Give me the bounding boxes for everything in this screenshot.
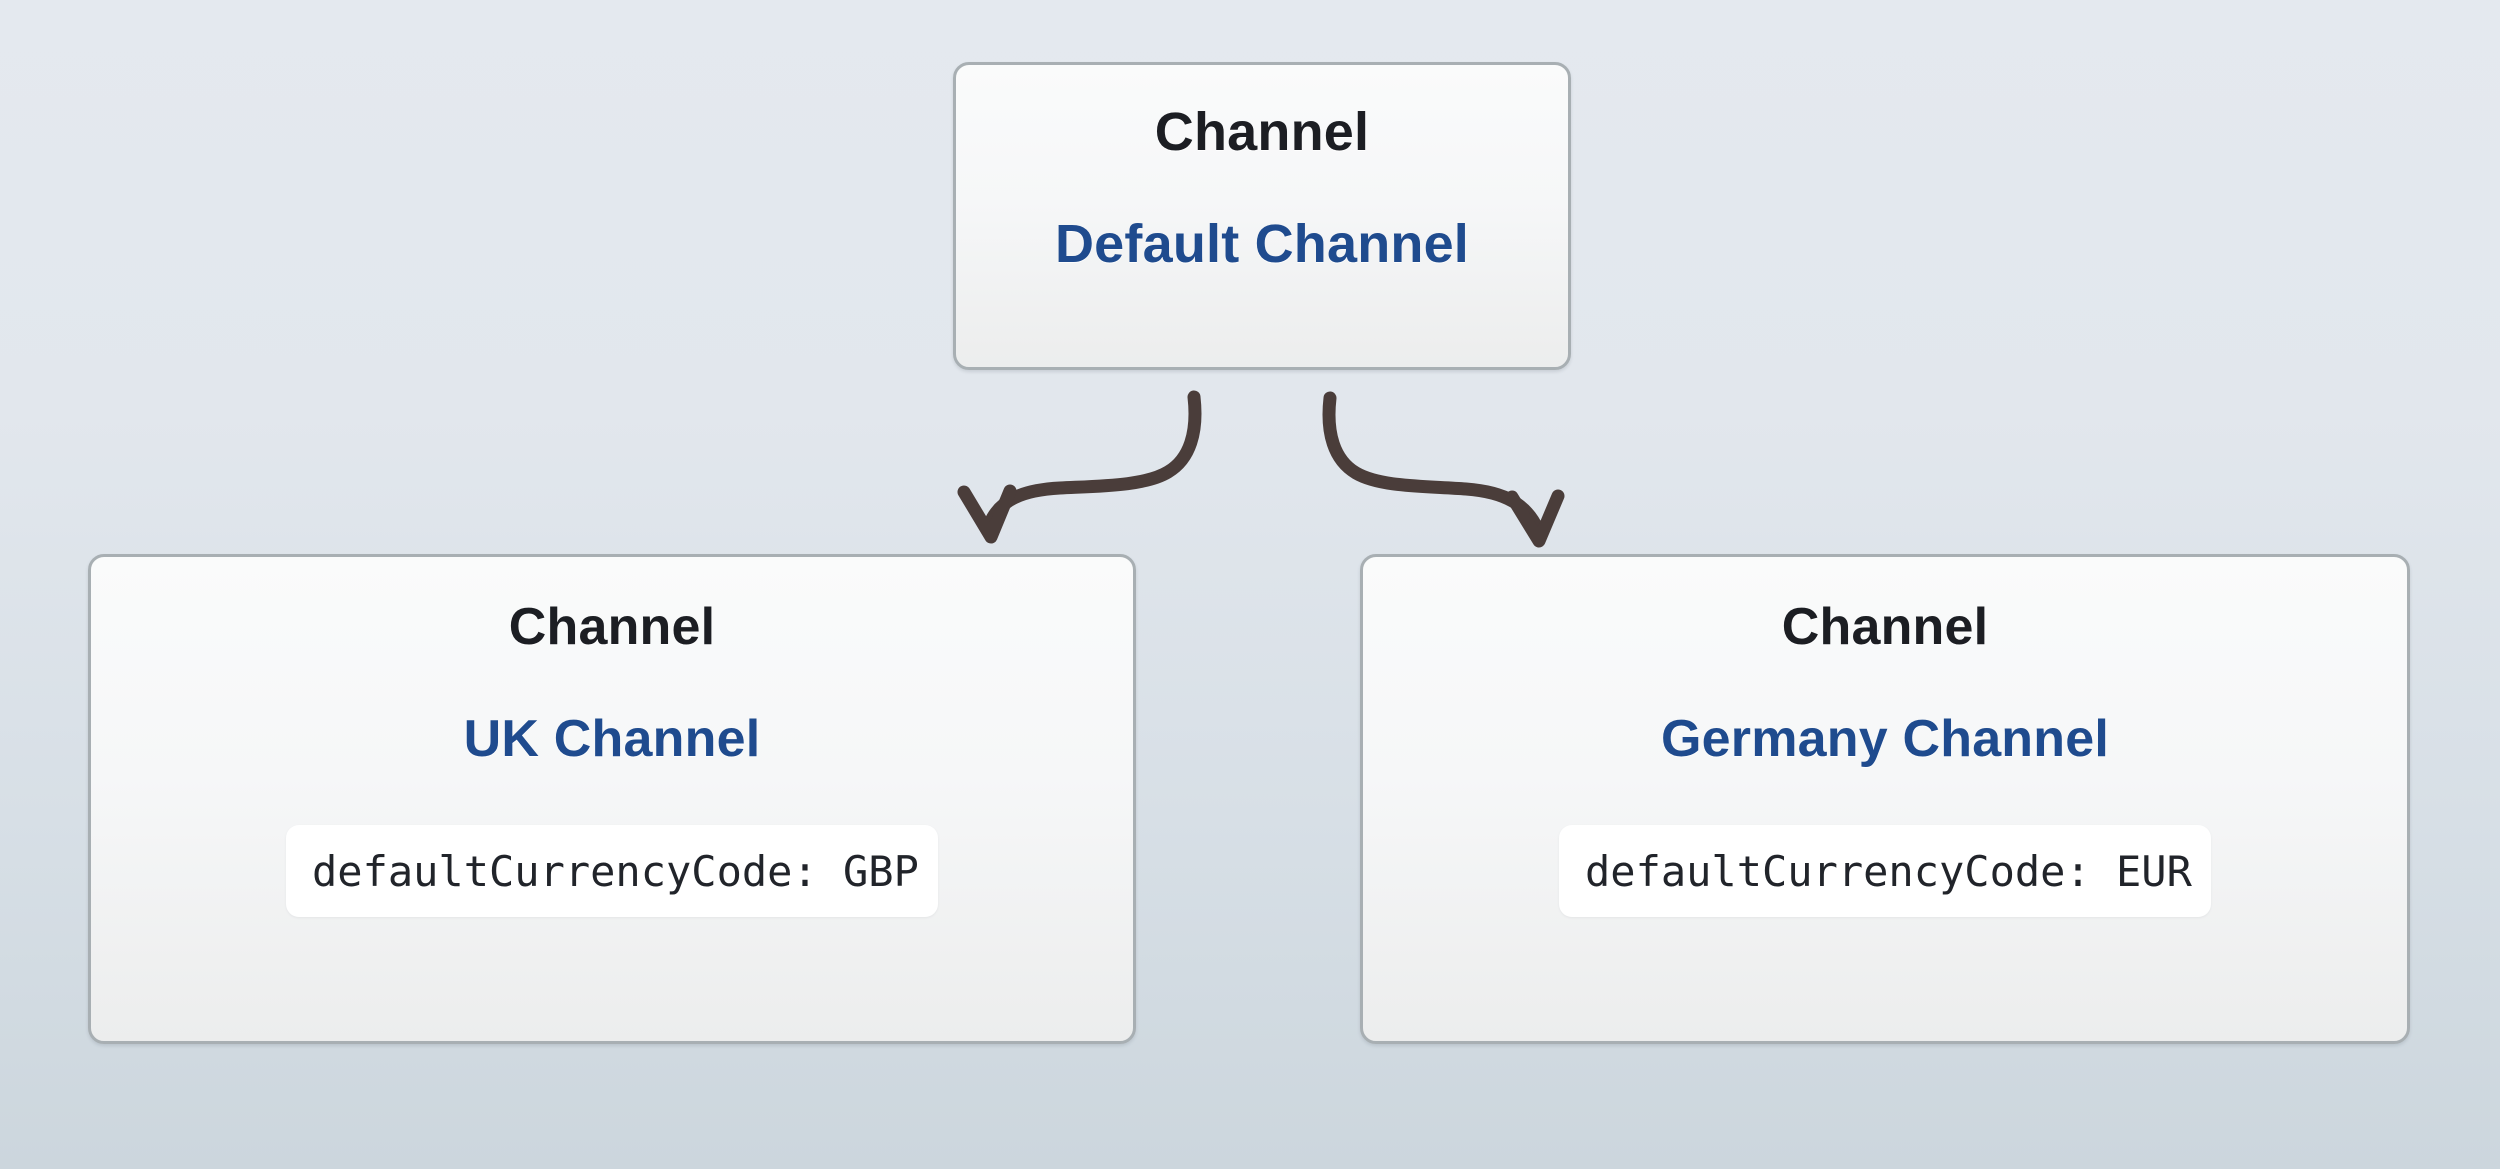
edge-root-to-germany-arrowhead [1505,489,1565,548]
node-name-label: UK Channel [463,710,761,768]
node-type-label: Channel [1154,102,1370,162]
node-uk-channel[interactable]: Channel UK Channel defaultCurrencyCode: … [88,554,1136,1044]
node-name-label: Germany Channel [1660,710,2110,768]
edge-root-to-uk-arrowhead [957,484,1017,544]
node-type-label: Channel [508,598,716,656]
node-germany-channel[interactable]: Channel Germany Channel defaultCurrencyC… [1360,554,2410,1044]
edge-root-to-germany-path [1322,391,1545,537]
node-property-chip: defaultCurrencyCode: GBP [286,825,938,917]
edge-root-to-uk [957,390,1202,544]
node-default-channel[interactable]: Channel Default Channel [953,62,1571,370]
edge-root-to-uk-path [983,390,1202,530]
node-property-chip: defaultCurrencyCode: EUR [1559,825,2211,917]
edge-root-to-germany [1322,391,1565,548]
node-type-label: Channel [1781,598,1989,656]
node-name-label: Default Channel [1054,214,1470,274]
